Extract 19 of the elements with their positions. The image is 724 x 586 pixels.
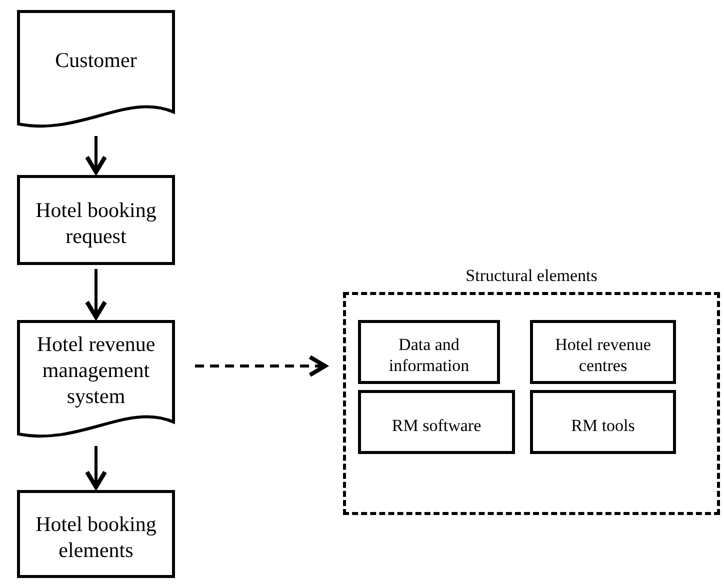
arrow [84,136,108,174]
process-box [17,175,175,265]
arrow [84,446,108,490]
box-label: Hotel booking request [34,197,158,250]
process-box [358,390,515,454]
box-label: Hotel booking elements [34,511,158,564]
arrow [195,354,328,378]
process-box [530,390,676,454]
box-label: Data and information [388,334,470,377]
box-label: RM software [390,414,482,436]
process-box [358,320,500,384]
process-box [17,490,175,578]
arrow [84,269,108,320]
box-label: Hotel revenue centres [554,334,652,377]
box-label: Hotel revenue management system [36,331,156,410]
process-box [530,320,676,384]
box-label: Customer [54,47,138,74]
box-label: RM tools [570,414,636,436]
group-title: Structural elements [464,265,598,286]
